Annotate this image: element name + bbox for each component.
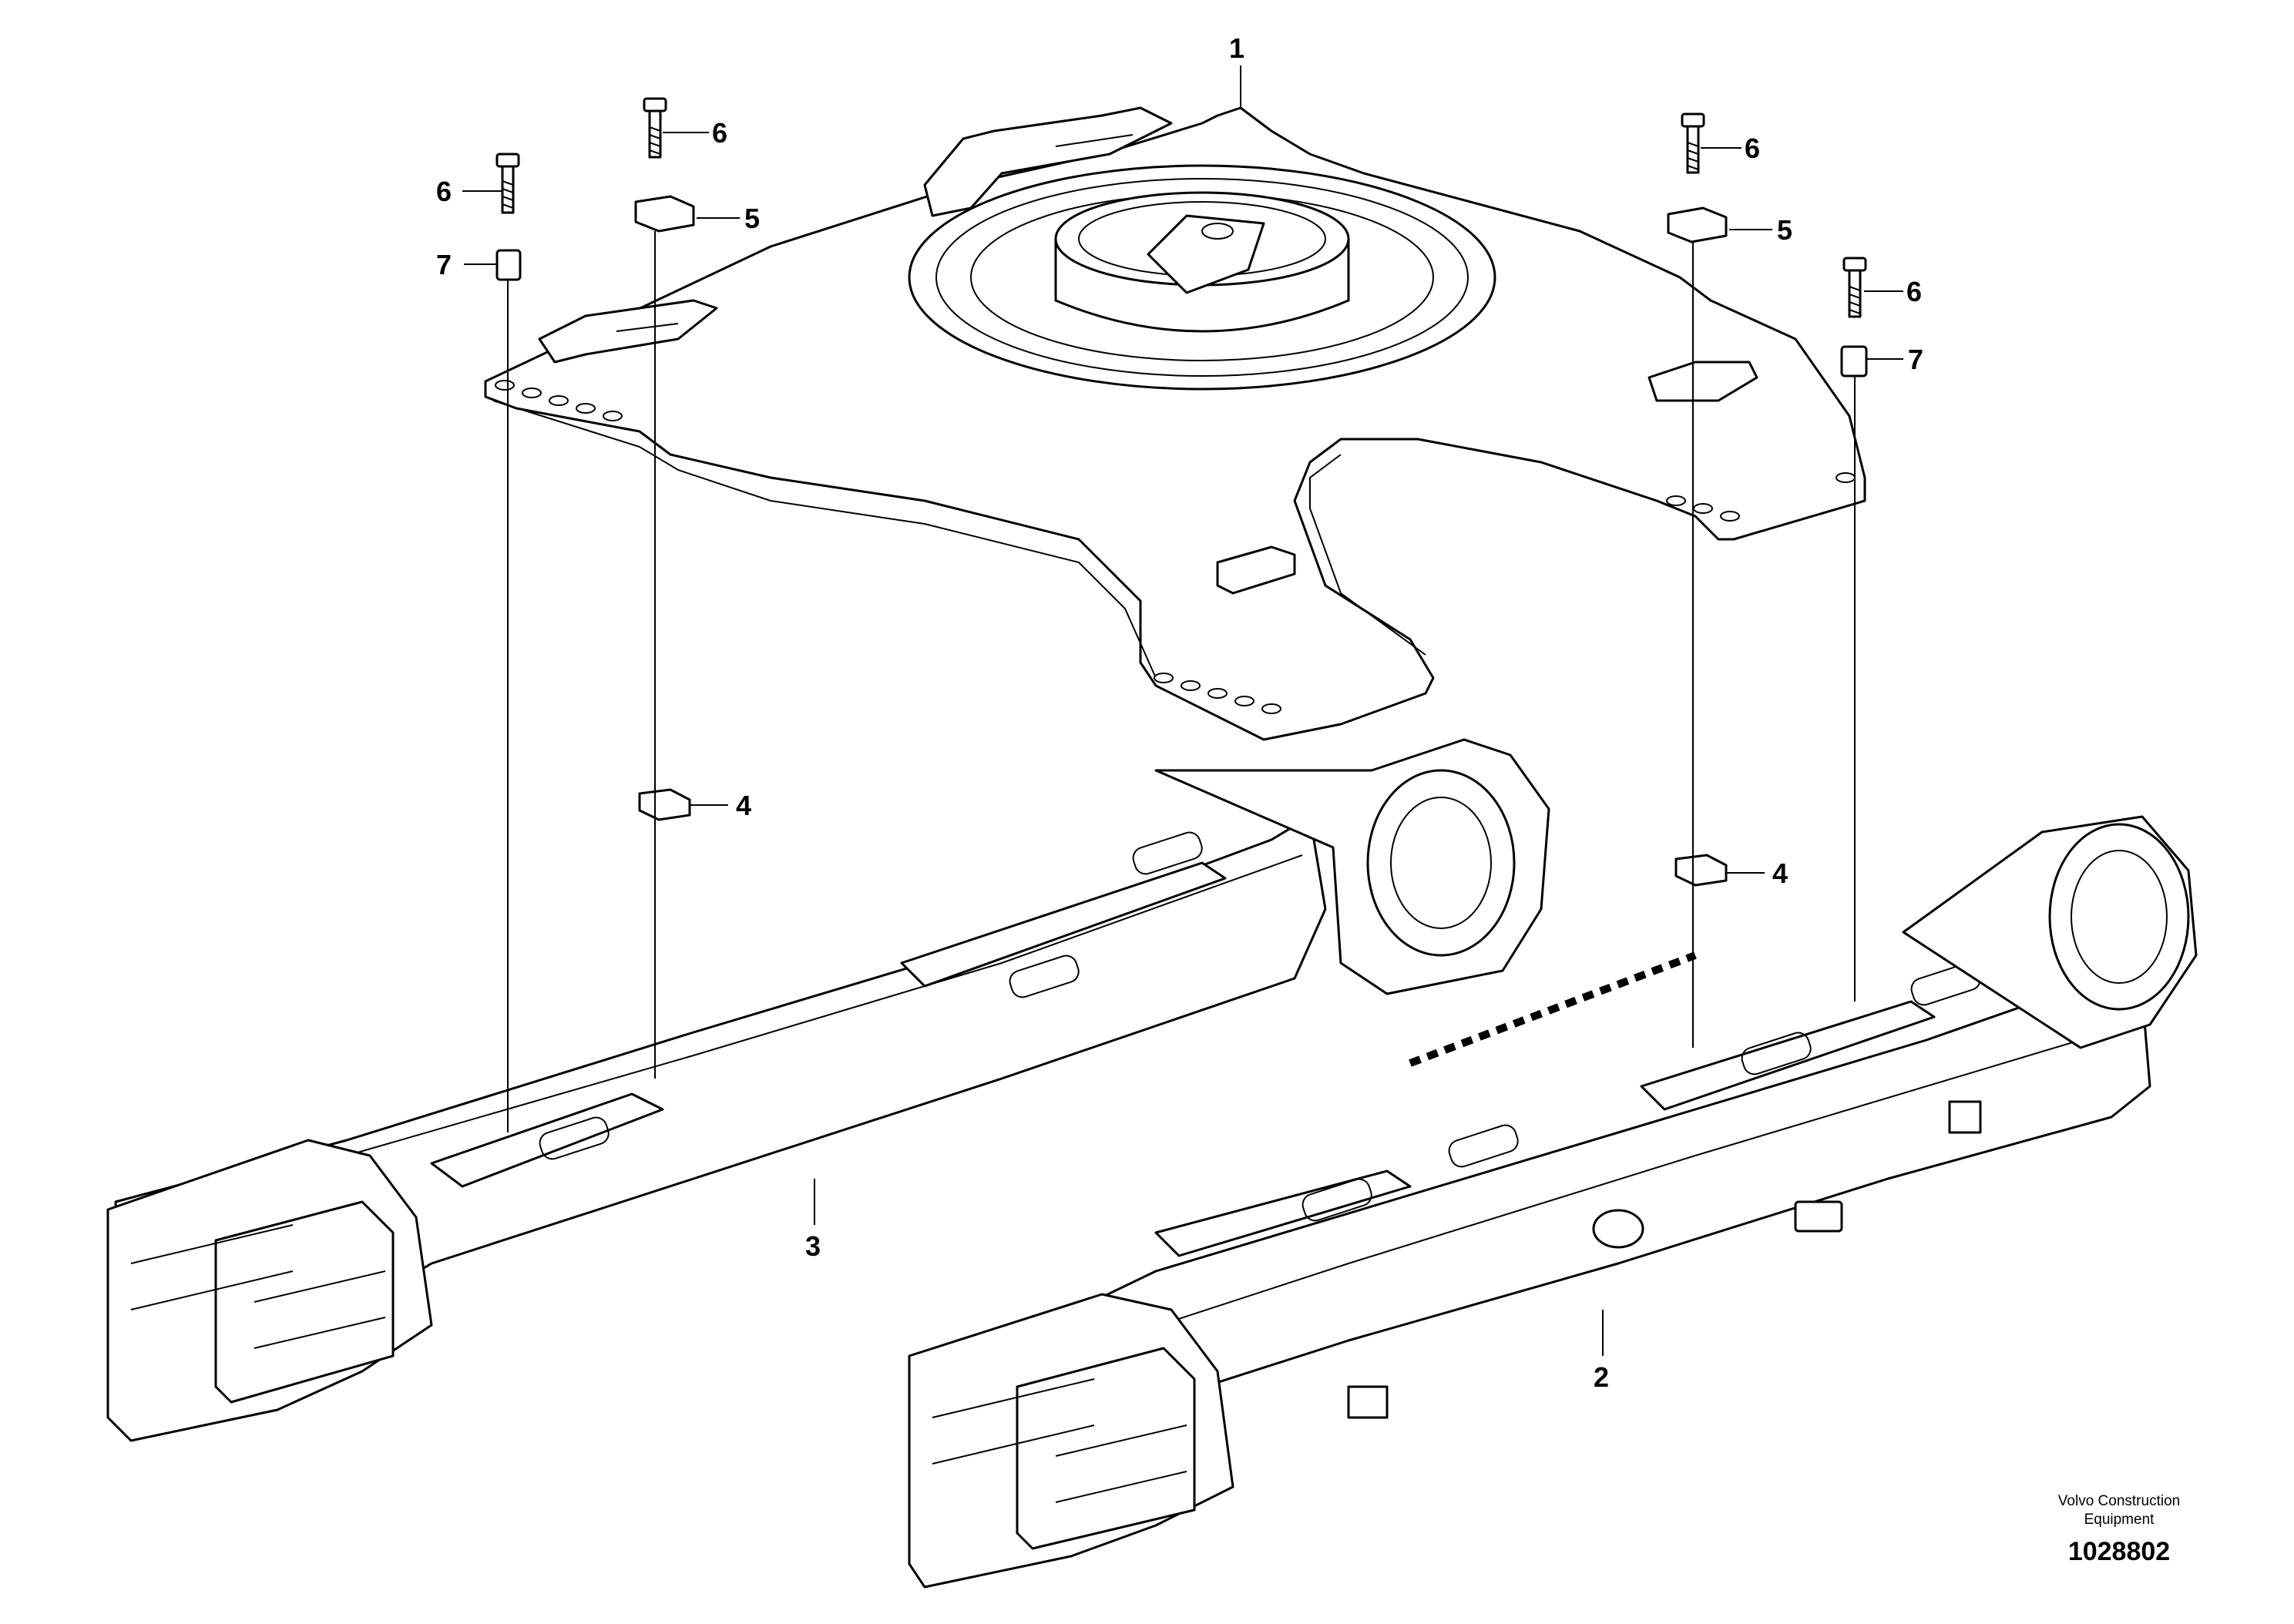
upper-frame-bolt-holes-front [1154, 673, 1281, 714]
callout-2: 2 [1594, 1361, 1609, 1393]
leader-lines [462, 65, 1903, 1356]
upper-frame-bolt-holes-left [495, 380, 623, 421]
callout-3: 3 [805, 1230, 821, 1262]
bolt-right-inner [1681, 112, 1705, 174]
callout-5-right: 5 [1777, 214, 1792, 246]
upper-frame [484, 106, 1866, 741]
callout-6-right-inner: 6 [1745, 133, 1760, 164]
footer: Volvo Construction Equipment 1028802 [2058, 1493, 2180, 1566]
left-track-frame [106, 738, 1550, 1442]
brand-line-2: Equipment [2084, 1512, 2155, 1528]
shim-left [638, 788, 691, 821]
callout-4-right: 4 [1772, 857, 1788, 889]
right-track-frame [908, 815, 2198, 1589]
bolt-right-outer [1842, 257, 1867, 318]
brand-line-1: Volvo Construction [2058, 1493, 2180, 1509]
spacer-right [1840, 345, 1868, 377]
fasteners [495, 97, 1868, 1132]
clamp-block-left [634, 195, 695, 233]
bolt-left-outer [495, 153, 520, 214]
callout-6-left-inner: 6 [712, 117, 727, 149]
callout-7-left: 7 [436, 249, 452, 280]
shim-right [1674, 854, 1728, 887]
callout-6-left-outer: 6 [436, 176, 452, 207]
spacer-left [495, 249, 522, 281]
callout-1: 1 [1229, 32, 1244, 64]
callout-4-left: 4 [736, 790, 751, 821]
bolt-left-inner [643, 97, 667, 159]
callout-5-left: 5 [744, 203, 760, 234]
callout-7-right: 7 [1908, 344, 1923, 375]
clamp-block-right [1667, 206, 1728, 243]
callout-labels: 1 2 3 4 4 5 5 6 6 6 6 7 7 [436, 32, 1923, 1393]
callout-6-right-outer: 6 [1906, 276, 1922, 307]
document-number: 1028802 [2068, 1537, 2170, 1566]
